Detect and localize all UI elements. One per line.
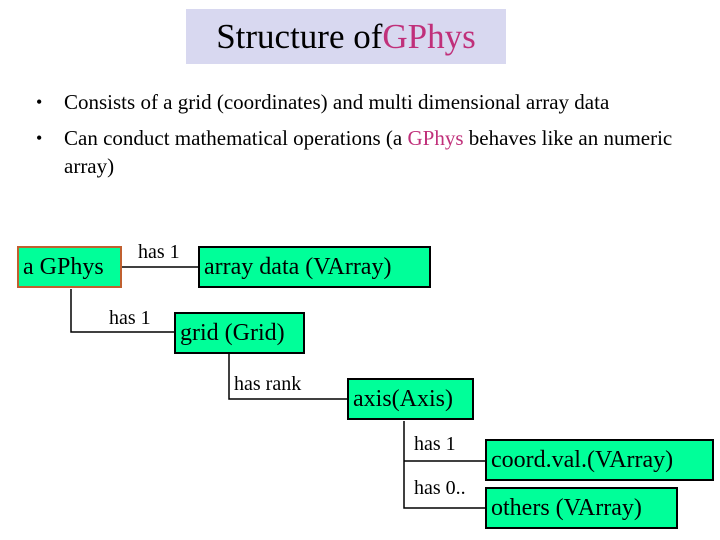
bullet-text-before: Can conduct mathematical operations (a [64, 126, 408, 150]
edge-label-gphys-array: has 1 [138, 241, 180, 263]
bullet-symbol: • [36, 92, 43, 112]
node-others: others (VArray) [485, 487, 678, 529]
title-prefix: Structure of [216, 16, 383, 56]
edge-label-grid-axis: has rank [234, 373, 302, 395]
edge-line-grid-axis [228, 354, 347, 400]
slide-title: Structure of GPhys [186, 9, 506, 64]
node-axis: axis(Axis) [347, 378, 474, 420]
bullet-item-2: • Can conduct mathematical operations (a… [36, 124, 696, 180]
bullet-item-1: • Consists of a grid (coordinates) and m… [36, 88, 696, 116]
bullet-text: Consists of a grid (coordinates) and mul… [64, 90, 610, 114]
node-grid: grid (Grid) [174, 312, 305, 354]
edge-line-gphys-grid [70, 289, 174, 333]
edge-label-gphys-grid: has 1 [109, 307, 151, 329]
node-gphys: a GPhys [17, 246, 122, 288]
edge-label-axis-others: has 0.. [414, 477, 466, 499]
title-highlight: GPhys [382, 16, 476, 56]
edge-label-axis-coord: has 1 [414, 433, 456, 455]
edge-line-axis-tree [403, 421, 485, 509]
bullet-list: • Consists of a grid (coordinates) and m… [36, 88, 696, 188]
bullet-highlight: GPhys [407, 126, 464, 150]
bullet-text-after: behaves like an numeric array) [64, 126, 673, 178]
node-coord-val: coord.val.(VArray) [485, 439, 714, 481]
bullet-symbol: • [36, 128, 43, 148]
node-array-data: array data (VArray) [198, 246, 431, 288]
